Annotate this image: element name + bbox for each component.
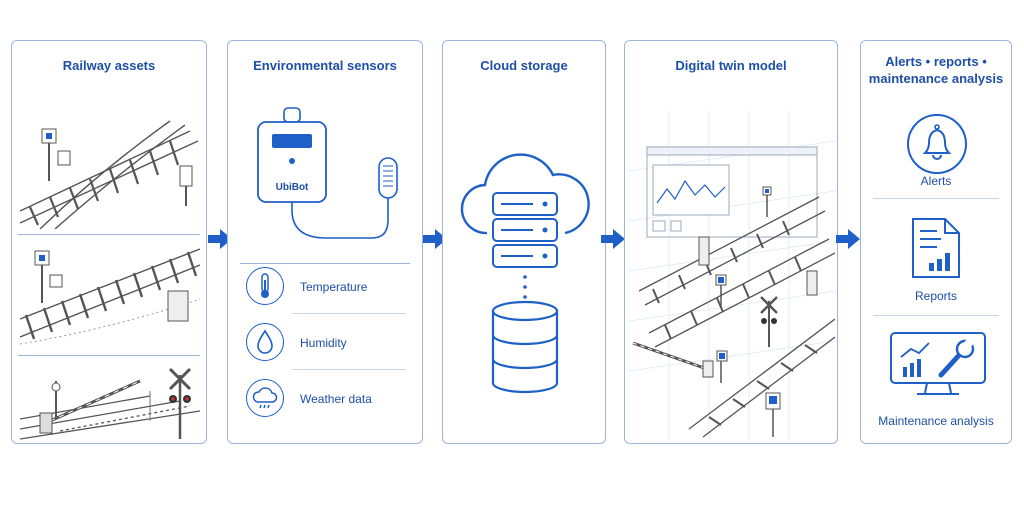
bell-icon bbox=[907, 114, 967, 174]
thermometer-icon bbox=[246, 267, 284, 305]
sensors-divider-2 bbox=[292, 369, 406, 370]
output-item-alerts: Alerts bbox=[920, 174, 952, 188]
railway-assets-title: Railway assets bbox=[62, 58, 156, 73]
railway-track-image bbox=[20, 248, 200, 345]
flow-arrow-4-icon bbox=[836, 228, 860, 250]
environmental-sensors-panel: Environmental sensors UbiBot Temperature… bbox=[227, 40, 423, 444]
railway-assets-panel: Railway assets bbox=[11, 40, 207, 444]
ubibot-sensor-device-icon bbox=[257, 107, 398, 239]
environmental-sensors-title: Environmental sensors bbox=[253, 58, 397, 73]
sensor-item-weather-data: Weather data bbox=[300, 392, 372, 406]
digital-twin-3d-model-image bbox=[629, 111, 835, 441]
outputs-divider-2 bbox=[873, 315, 999, 316]
outputs-title-line1: Alerts • reports • bbox=[885, 54, 987, 69]
railway-divider-2 bbox=[18, 355, 200, 356]
database-icon bbox=[491, 300, 559, 394]
sensor-item-temperature: Temperature bbox=[300, 280, 368, 294]
cloud-storage-panel: Cloud storage bbox=[442, 40, 606, 444]
level-crossing-image bbox=[20, 367, 200, 440]
railway-divider-1 bbox=[18, 234, 200, 235]
outputs-panel: Alerts • reports • maintenance analysis … bbox=[860, 40, 1012, 444]
flow-arrow-2-icon bbox=[423, 228, 447, 250]
output-item-maintenance-analysis: Maintenance analysis bbox=[878, 414, 994, 428]
cloud-server-icon bbox=[460, 153, 590, 268]
flow-arrow-3-icon bbox=[601, 228, 625, 250]
outputs-divider-1 bbox=[873, 198, 999, 199]
report-document-icon bbox=[912, 218, 960, 278]
cloud-storage-title: Cloud storage bbox=[480, 58, 568, 73]
droplet-icon bbox=[246, 323, 284, 361]
output-item-reports: Reports bbox=[914, 289, 958, 303]
sensor-device-brand: UbiBot bbox=[275, 182, 309, 193]
rain-cloud-icon bbox=[246, 379, 284, 417]
monitor-wrench-icon bbox=[890, 332, 986, 395]
outputs-title-line2: maintenance analysis bbox=[868, 71, 1004, 86]
digital-twin-panel: Digital twin model bbox=[624, 40, 838, 444]
flow-arrow-1-icon bbox=[208, 228, 232, 250]
sensors-divider-top bbox=[240, 263, 410, 264]
connection-dots-icon bbox=[523, 275, 527, 299]
sensor-item-humidity: Humidity bbox=[300, 336, 347, 350]
digital-twin-title: Digital twin model bbox=[675, 58, 787, 73]
sensors-divider-1 bbox=[292, 313, 406, 314]
railway-switch-image bbox=[20, 120, 199, 229]
